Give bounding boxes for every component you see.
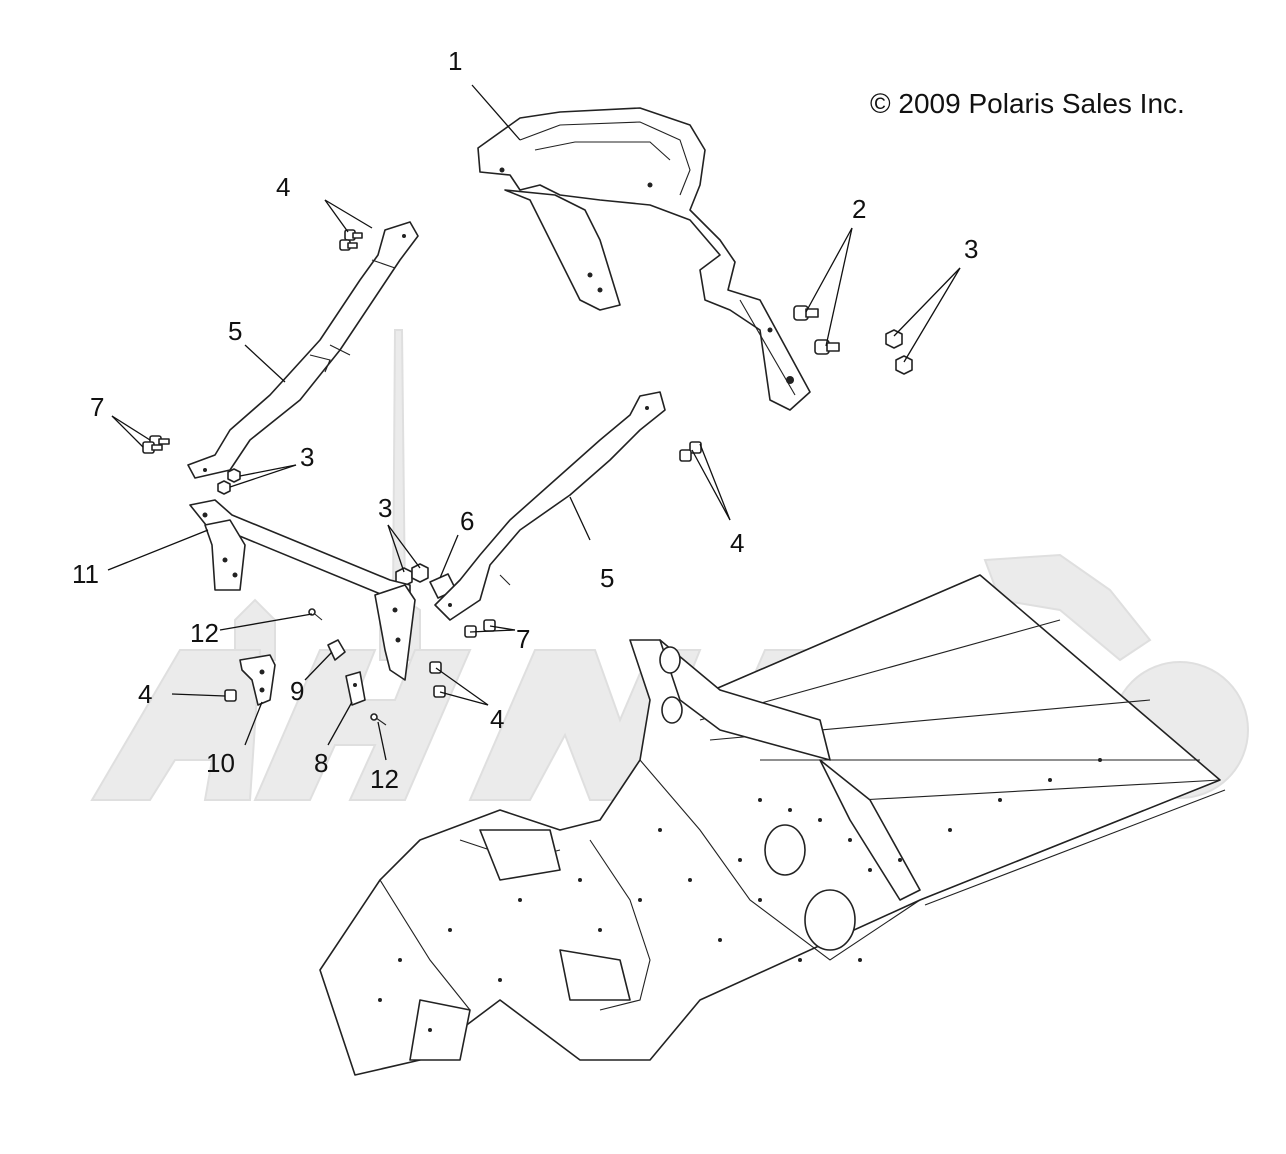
callout-3: 3: [300, 442, 314, 472]
part-7-bolts-center: [464, 619, 496, 638]
callout-11: 11: [72, 559, 99, 589]
callout-4: 4: [490, 704, 504, 734]
callout-4: 4: [730, 528, 744, 558]
part-4-bolts-right: [679, 441, 702, 462]
callout-4: 4: [276, 172, 290, 202]
chassis-tunnel: [319, 574, 1226, 1076]
callout-8: 8: [314, 748, 328, 778]
callout-6: 6: [460, 506, 474, 536]
part-2-bolts: [793, 305, 840, 355]
callout-5: 5: [228, 316, 242, 346]
callout-9: 9: [290, 676, 304, 706]
callout-7: 7: [90, 392, 104, 422]
callout-1: 1: [448, 46, 462, 76]
part-10-bracket: [239, 654, 276, 706]
part-5-support-tube-left: [187, 221, 419, 479]
callout-10: 10: [206, 748, 235, 778]
part-11-crossbar: [189, 499, 416, 681]
callout-4: 4: [138, 679, 152, 709]
part-3-nuts: [217, 329, 913, 587]
callout-3: 3: [964, 234, 978, 264]
callout-5: 5: [600, 563, 614, 593]
copyright-text: © 2009 Polaris Sales Inc.: [870, 88, 1185, 119]
part-4-bolts-top: [339, 229, 363, 251]
callout-labels: 1 2 3 4 5 7 3 4 3 6 5 11 12 7 4 9 4 10 8…: [72, 46, 978, 794]
callout-12: 12: [370, 764, 399, 794]
part-12-pins: [308, 608, 387, 726]
part-9-clip: [327, 639, 346, 661]
callout-2: 2: [852, 194, 866, 224]
part-5-support-tube-right: [434, 391, 666, 621]
part-7-bolts-left: [142, 435, 170, 454]
callout-3: 3: [378, 493, 392, 523]
leader-lines: [107, 84, 961, 761]
callout-12: 12: [190, 618, 219, 648]
part-8-plate: [345, 671, 366, 706]
callout-7: 7: [516, 624, 530, 654]
part-1-steering-hoop: [477, 107, 811, 411]
